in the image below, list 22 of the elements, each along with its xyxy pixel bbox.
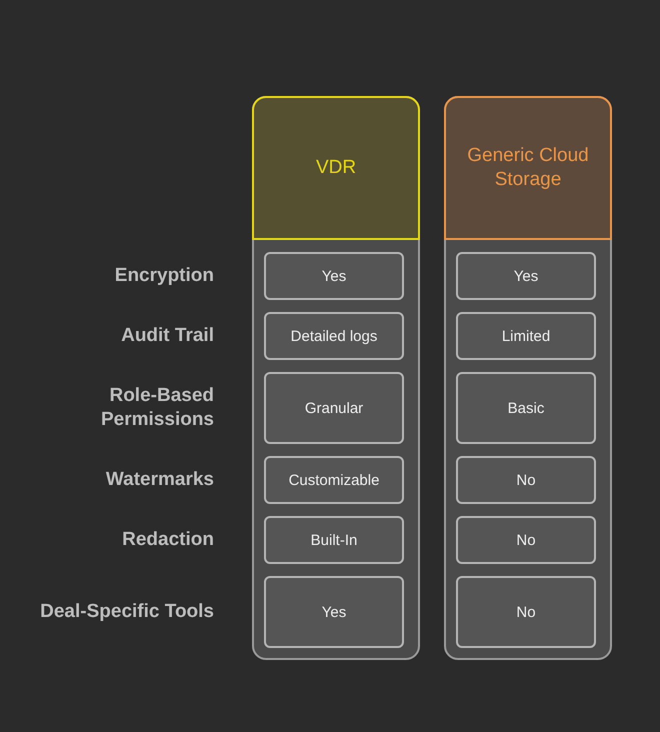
- row-label: Deal-Specific Tools: [39, 600, 214, 624]
- value-cell: Detailed logs: [264, 312, 404, 360]
- comparison-column: [252, 96, 420, 660]
- value-cell: Customizable: [264, 456, 404, 504]
- value-cell: Yes: [264, 576, 404, 648]
- value-cell: No: [456, 456, 596, 504]
- row-label: Watermarks: [104, 468, 214, 492]
- value-cell: Yes: [264, 252, 404, 300]
- value-cell: Yes: [456, 252, 596, 300]
- value-cell: Built-In: [264, 516, 404, 564]
- column-heading: Generic Cloud Storage: [444, 96, 612, 240]
- value-cell: Limited: [456, 312, 596, 360]
- value-cell: Basic: [456, 372, 596, 444]
- row-label: Role-Based Permissions: [100, 384, 214, 432]
- value-cell: No: [456, 516, 596, 564]
- row-label: Audit Trail: [120, 324, 214, 348]
- row-label: Encryption: [114, 264, 214, 288]
- value-cell: No: [456, 576, 596, 648]
- column-heading: VDR: [252, 96, 420, 240]
- value-cell: Granular: [264, 372, 404, 444]
- row-label: Redaction: [121, 528, 214, 552]
- comparison-column: [444, 96, 612, 660]
